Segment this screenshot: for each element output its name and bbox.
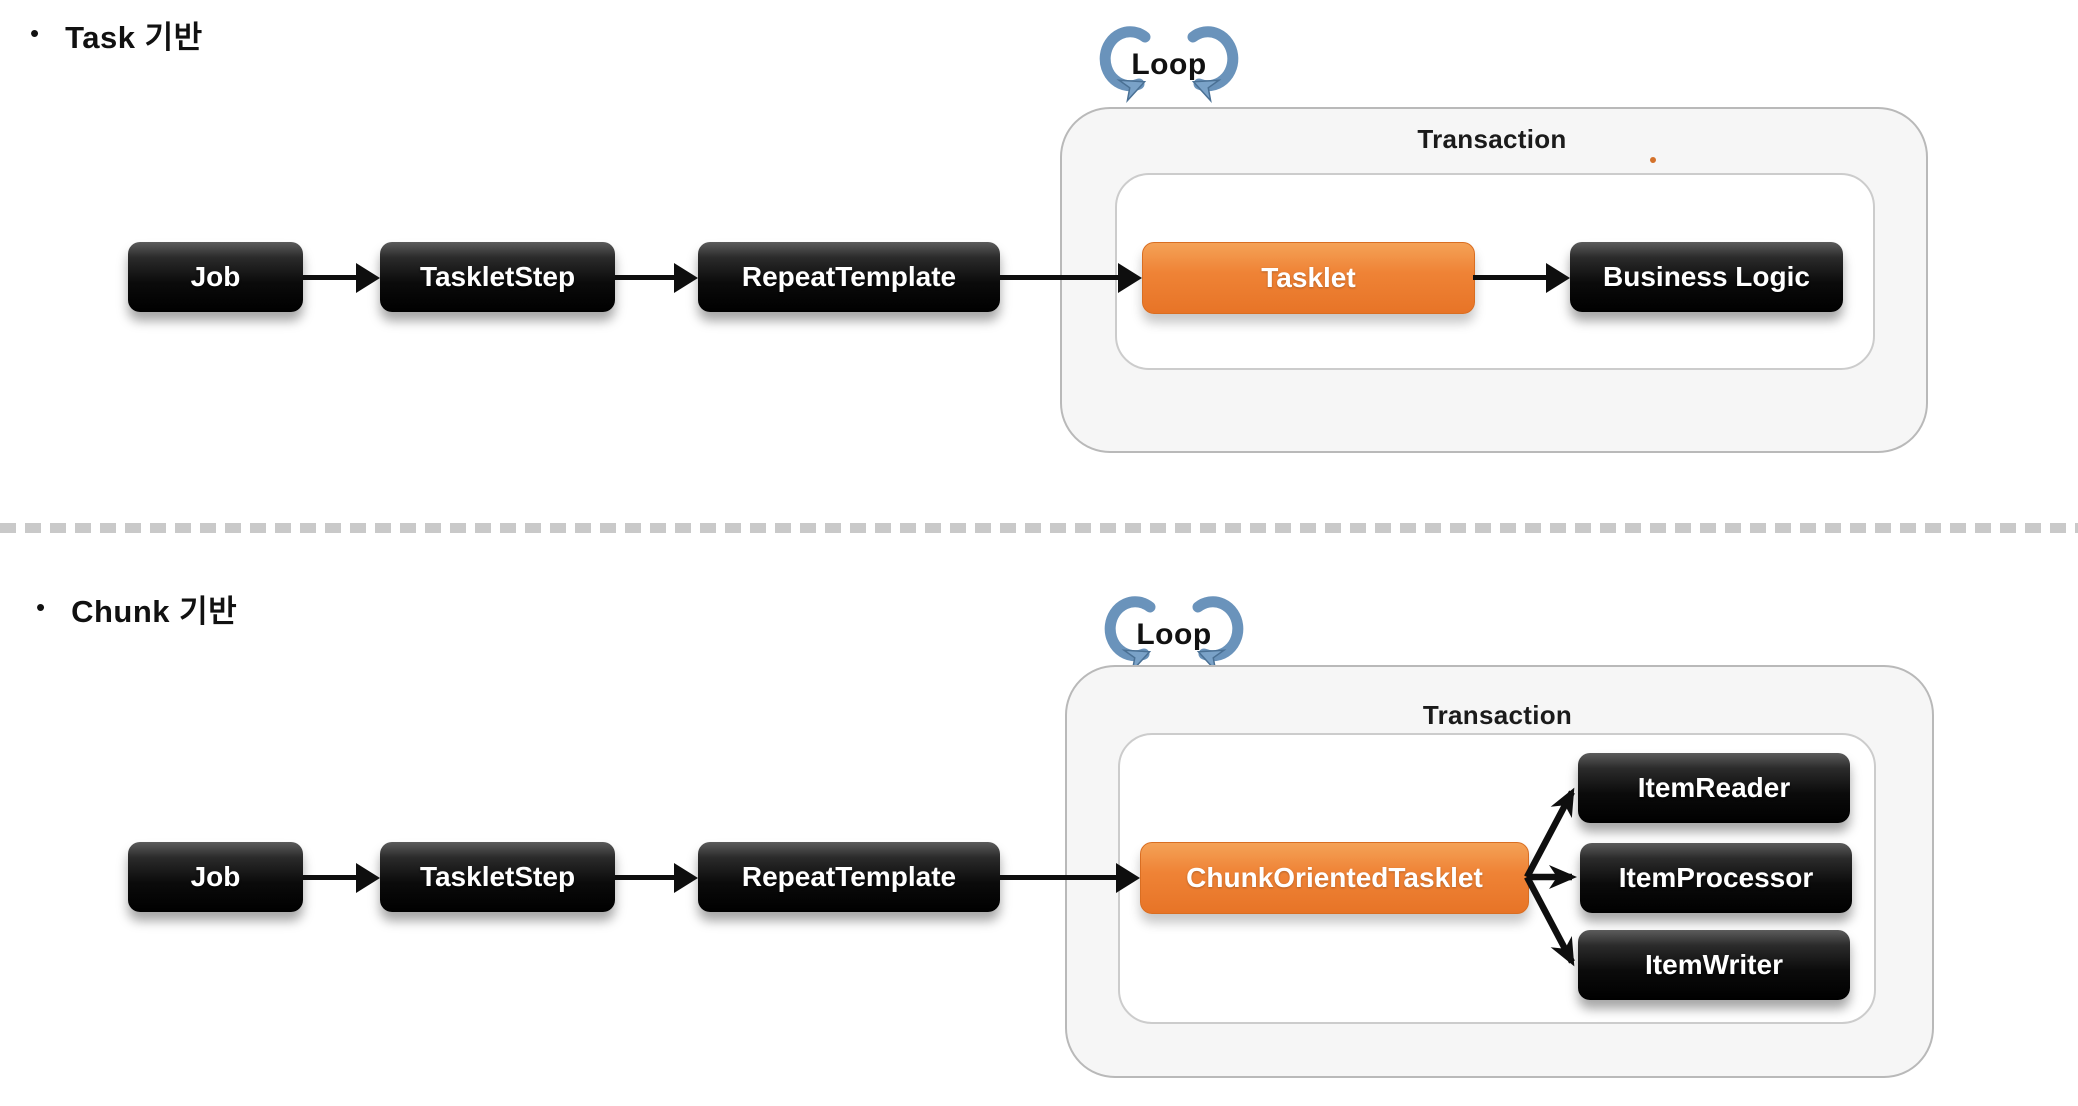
node-chunk-oriented-tasklet: ChunkOrientedTasklet xyxy=(1140,842,1529,914)
loop-indicator-chunk: Loop xyxy=(1090,594,1258,674)
task-title-text: Task 기반 xyxy=(65,20,203,55)
bullet-icon: • xyxy=(36,591,46,622)
node-job: Job xyxy=(128,842,303,912)
arrow-job-taskletstep xyxy=(303,275,356,280)
arrow-repeattemplate-tasklet xyxy=(1000,275,1118,280)
arrow-taskletstep-repeattemplate xyxy=(615,875,674,880)
arrow-repeattemplate-chunktasklet xyxy=(1000,875,1116,880)
node-repeat-template: RepeatTemplate xyxy=(698,242,1000,312)
loop-label: Loop xyxy=(1136,618,1212,651)
node-tasklet-step: TaskletStep xyxy=(380,842,615,912)
section-divider xyxy=(0,523,2078,533)
loop-arrows-icon xyxy=(1104,596,1244,674)
arrow-job-taskletstep xyxy=(303,875,356,880)
loop-indicator-task: Loop xyxy=(1085,24,1253,104)
node-tasklet: Tasklet xyxy=(1142,242,1475,314)
node-tasklet-step: TaskletStep xyxy=(380,242,615,312)
chunk-section-title: • Chunk 기반 xyxy=(36,586,237,631)
stray-dot xyxy=(1650,157,1656,163)
arrow-taskletstep-repeattemplate xyxy=(615,275,674,280)
node-item-processor: ItemProcessor xyxy=(1580,843,1852,913)
node-item-writer: ItemWriter xyxy=(1578,930,1850,1000)
node-repeat-template: RepeatTemplate xyxy=(698,842,1000,912)
node-job: Job xyxy=(128,242,303,312)
fan-arrows-chunktasklet-items xyxy=(1524,787,1577,967)
loop-arrows-icon xyxy=(1099,26,1239,104)
arrow-tasklet-businesslogic xyxy=(1473,275,1546,280)
node-item-reader: ItemReader xyxy=(1578,753,1850,823)
task-section-title: • Task 기반 xyxy=(30,12,203,57)
node-business-logic: Business Logic xyxy=(1570,242,1843,312)
loop-label: Loop xyxy=(1131,48,1207,81)
chunk-title-text: Chunk 기반 xyxy=(71,594,238,629)
bullet-icon: • xyxy=(30,17,40,48)
transaction-label-task: Transaction xyxy=(1417,124,1567,154)
transaction-label-chunk: Transaction xyxy=(1422,700,1573,730)
